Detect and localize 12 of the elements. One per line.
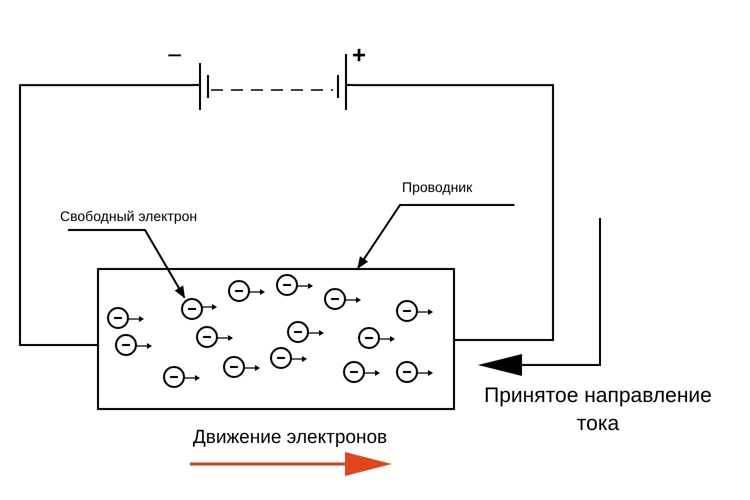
current-direction-text: Принятое направление тока	[483, 383, 713, 438]
conductor-box	[97, 268, 455, 410]
minus-sign: −	[167, 39, 184, 72]
leader-line	[357, 204, 514, 269]
electron-circle	[181, 298, 203, 320]
leader-line	[68, 229, 186, 298]
leader-text: Свободный электрон	[60, 205, 260, 230]
wire	[19, 84, 193, 346]
electron-motion-text: Движение электронов	[192, 426, 388, 450]
plus-sign: +	[352, 41, 368, 71]
leader-text: Проводник	[402, 176, 515, 205]
wire	[353, 84, 554, 341]
